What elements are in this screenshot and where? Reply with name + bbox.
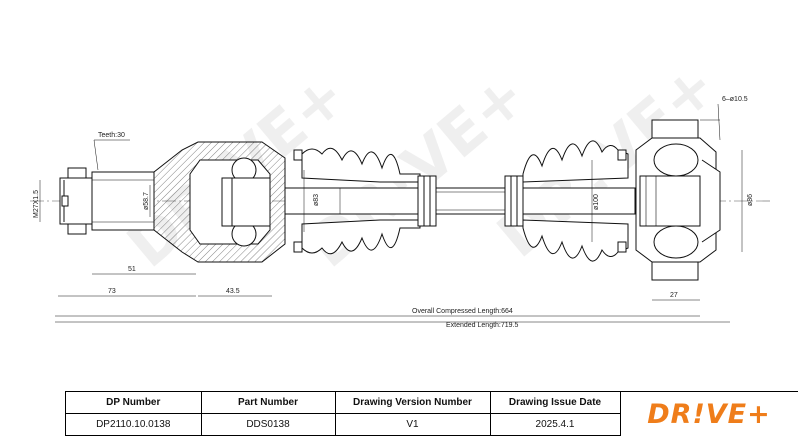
value-part-number: DDS0138 [201, 413, 336, 436]
brand-logo: DR!VE+ [620, 392, 798, 436]
value-drawing-version: V1 [335, 413, 491, 436]
dimension-lines [39, 103, 743, 323]
dim-dia-83: ø83 [313, 194, 320, 206]
dim-teeth: Teeth:30 [98, 132, 125, 139]
header-part-number: Part Number [201, 392, 336, 414]
dim-extended: Extended Length:719.5 [446, 322, 519, 329]
dim-73: 73 [108, 288, 116, 295]
main-shaft [284, 187, 636, 215]
dim-43-5: 43.5 [226, 288, 240, 295]
right-boot [522, 140, 629, 262]
header-drawing-version: Drawing Version Number [335, 392, 491, 414]
dim-dia-58-7: ø58.7 [143, 192, 150, 210]
dim-overall: Overall Compressed Length:664 [412, 308, 513, 315]
dim-thread: M27X1.5 [33, 190, 40, 218]
header-issue-date: Drawing Issue Date [490, 392, 621, 414]
spline-section [91, 171, 155, 231]
title-block: DP Number Part Number Drawing Version Nu… [65, 391, 798, 436]
dim-holes: 6–ø10.5 [722, 96, 748, 103]
left-boot [301, 147, 421, 255]
dim-dia-86: ø86 [747, 194, 754, 206]
dim-51: 51 [128, 266, 136, 273]
boot-clamp [293, 149, 303, 161]
title-block-header-row: DP Number Part Number Drawing Version Nu… [66, 392, 621, 414]
header-dp-number: DP Number [66, 392, 202, 414]
value-issue-date: 2025.4.1 [490, 413, 621, 436]
dim-27: 27 [670, 292, 678, 299]
driveshaft-technical-drawing: DR!VE+ DR!VE+ DR!VE+ [30, 50, 770, 329]
brand-logo-text: DR!VE+ [647, 398, 771, 430]
dimension-labels: Teeth:30 M27X1.5 ø58.7 ø83 ø100 ø86 6–ø1… [33, 96, 754, 329]
value-dp-number: DP2110.10.0138 [66, 413, 202, 436]
dim-dia-100: ø100 [593, 194, 600, 210]
title-block-value-row: DP2110.10.0138 DDS0138 V1 2025.4.1 [66, 413, 621, 436]
title-block-table: DP Number Part Number Drawing Version Nu… [66, 392, 621, 436]
shaft-geometry [59, 119, 721, 281]
